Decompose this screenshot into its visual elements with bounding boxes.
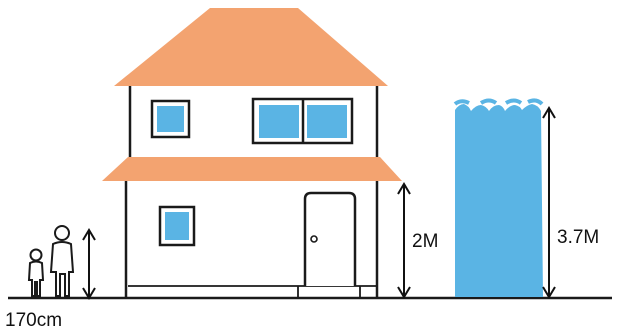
eave-height-label: 2M bbox=[412, 231, 438, 252]
upper-roof bbox=[114, 8, 388, 86]
wave-crest-1 bbox=[455, 101, 469, 104]
flood-height-arrow bbox=[543, 108, 555, 297]
wave-crest-4 bbox=[528, 100, 542, 104]
upper-double-window-glass-left bbox=[259, 105, 299, 138]
wave-crest-3 bbox=[506, 101, 521, 104]
wave-crest-2 bbox=[481, 101, 496, 104]
person-height-label: 170cm bbox=[5, 310, 62, 329]
lower-window-glass bbox=[165, 212, 189, 240]
flood-water bbox=[455, 104, 543, 297]
person-height-arrow bbox=[83, 230, 95, 298]
upper-small-window-glass bbox=[157, 106, 184, 132]
house bbox=[102, 8, 402, 297]
upper-double-window-glass-right bbox=[307, 105, 347, 138]
door bbox=[305, 193, 355, 286]
eave-roof bbox=[102, 157, 402, 181]
child-figure bbox=[29, 250, 43, 297]
flood-height-label: 3.7M bbox=[557, 227, 599, 248]
eave-height-arrow bbox=[398, 184, 410, 297]
adult-figure bbox=[51, 226, 73, 296]
foundation-step bbox=[298, 286, 360, 297]
